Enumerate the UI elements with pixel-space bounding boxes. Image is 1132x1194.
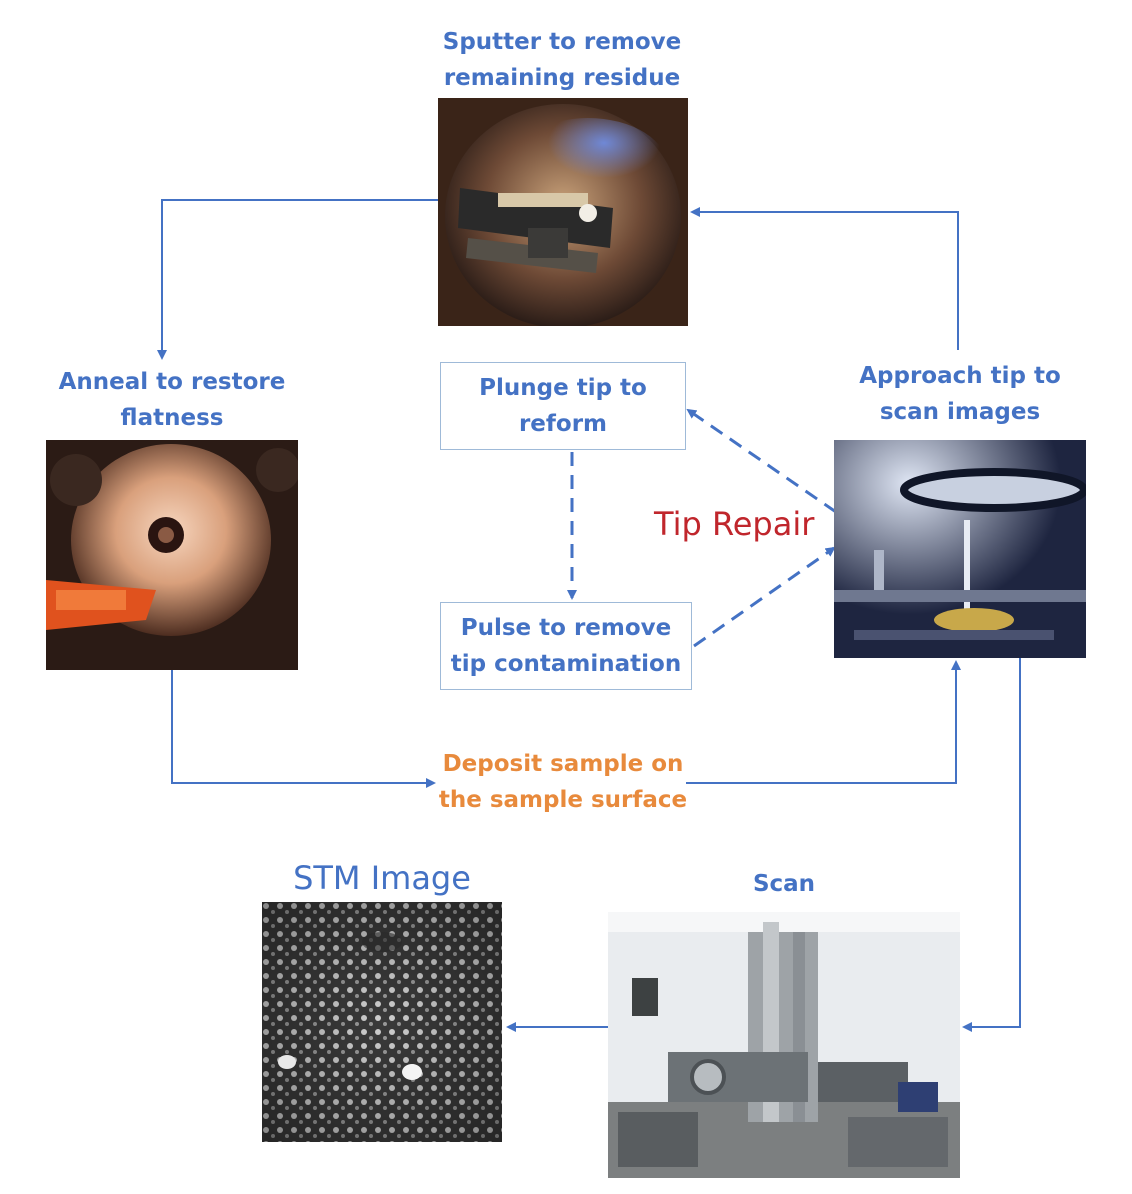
plunge-box-text: Plunge tip to reform [479, 375, 647, 437]
scan-label: Scan [608, 856, 960, 912]
arrow-sputter-to-anneal [157, 199, 438, 360]
sputter-label: Sputter to remove remaining residue [436, 22, 688, 98]
arrow-deposit-to-approach [686, 660, 961, 784]
deposit-label-text: Deposit sample on the sample surface [438, 751, 688, 813]
tip-repair-label: Tip Repair [654, 505, 815, 543]
arrow-approach-to-scan [962, 658, 1021, 1032]
arrow-approach-to-plunge [686, 408, 837, 514]
sputter-photo [438, 98, 688, 326]
pulse-box-text: Pulse to remove tip contamination [450, 615, 682, 677]
approach-label-text: Approach tip to scan images [859, 363, 1061, 425]
anneal-label-text: Anneal to restore flatness [58, 369, 286, 431]
deposit-label: Deposit sample on the sample surface [436, 746, 690, 820]
anneal-label: Anneal to restore flatness [46, 362, 298, 438]
arrow-pulse-to-approach [693, 546, 836, 648]
stm-image [262, 902, 502, 1142]
sputter-label-text: Sputter to remove remaining residue [442, 29, 682, 91]
stm-image-title: STM Image [293, 859, 471, 897]
approach-label: Approach tip to scan images [834, 354, 1086, 434]
arrow-anneal-to-deposit [171, 670, 436, 788]
scan-photo [608, 912, 960, 1178]
pulse-box: Pulse to remove tip contamination [440, 602, 692, 690]
arrow-approach-to-sputter [690, 207, 959, 350]
approach-photo [834, 440, 1086, 658]
plunge-box: Plunge tip to reform [440, 362, 686, 450]
scan-label-text: Scan [752, 871, 816, 897]
anneal-photo [46, 440, 298, 670]
